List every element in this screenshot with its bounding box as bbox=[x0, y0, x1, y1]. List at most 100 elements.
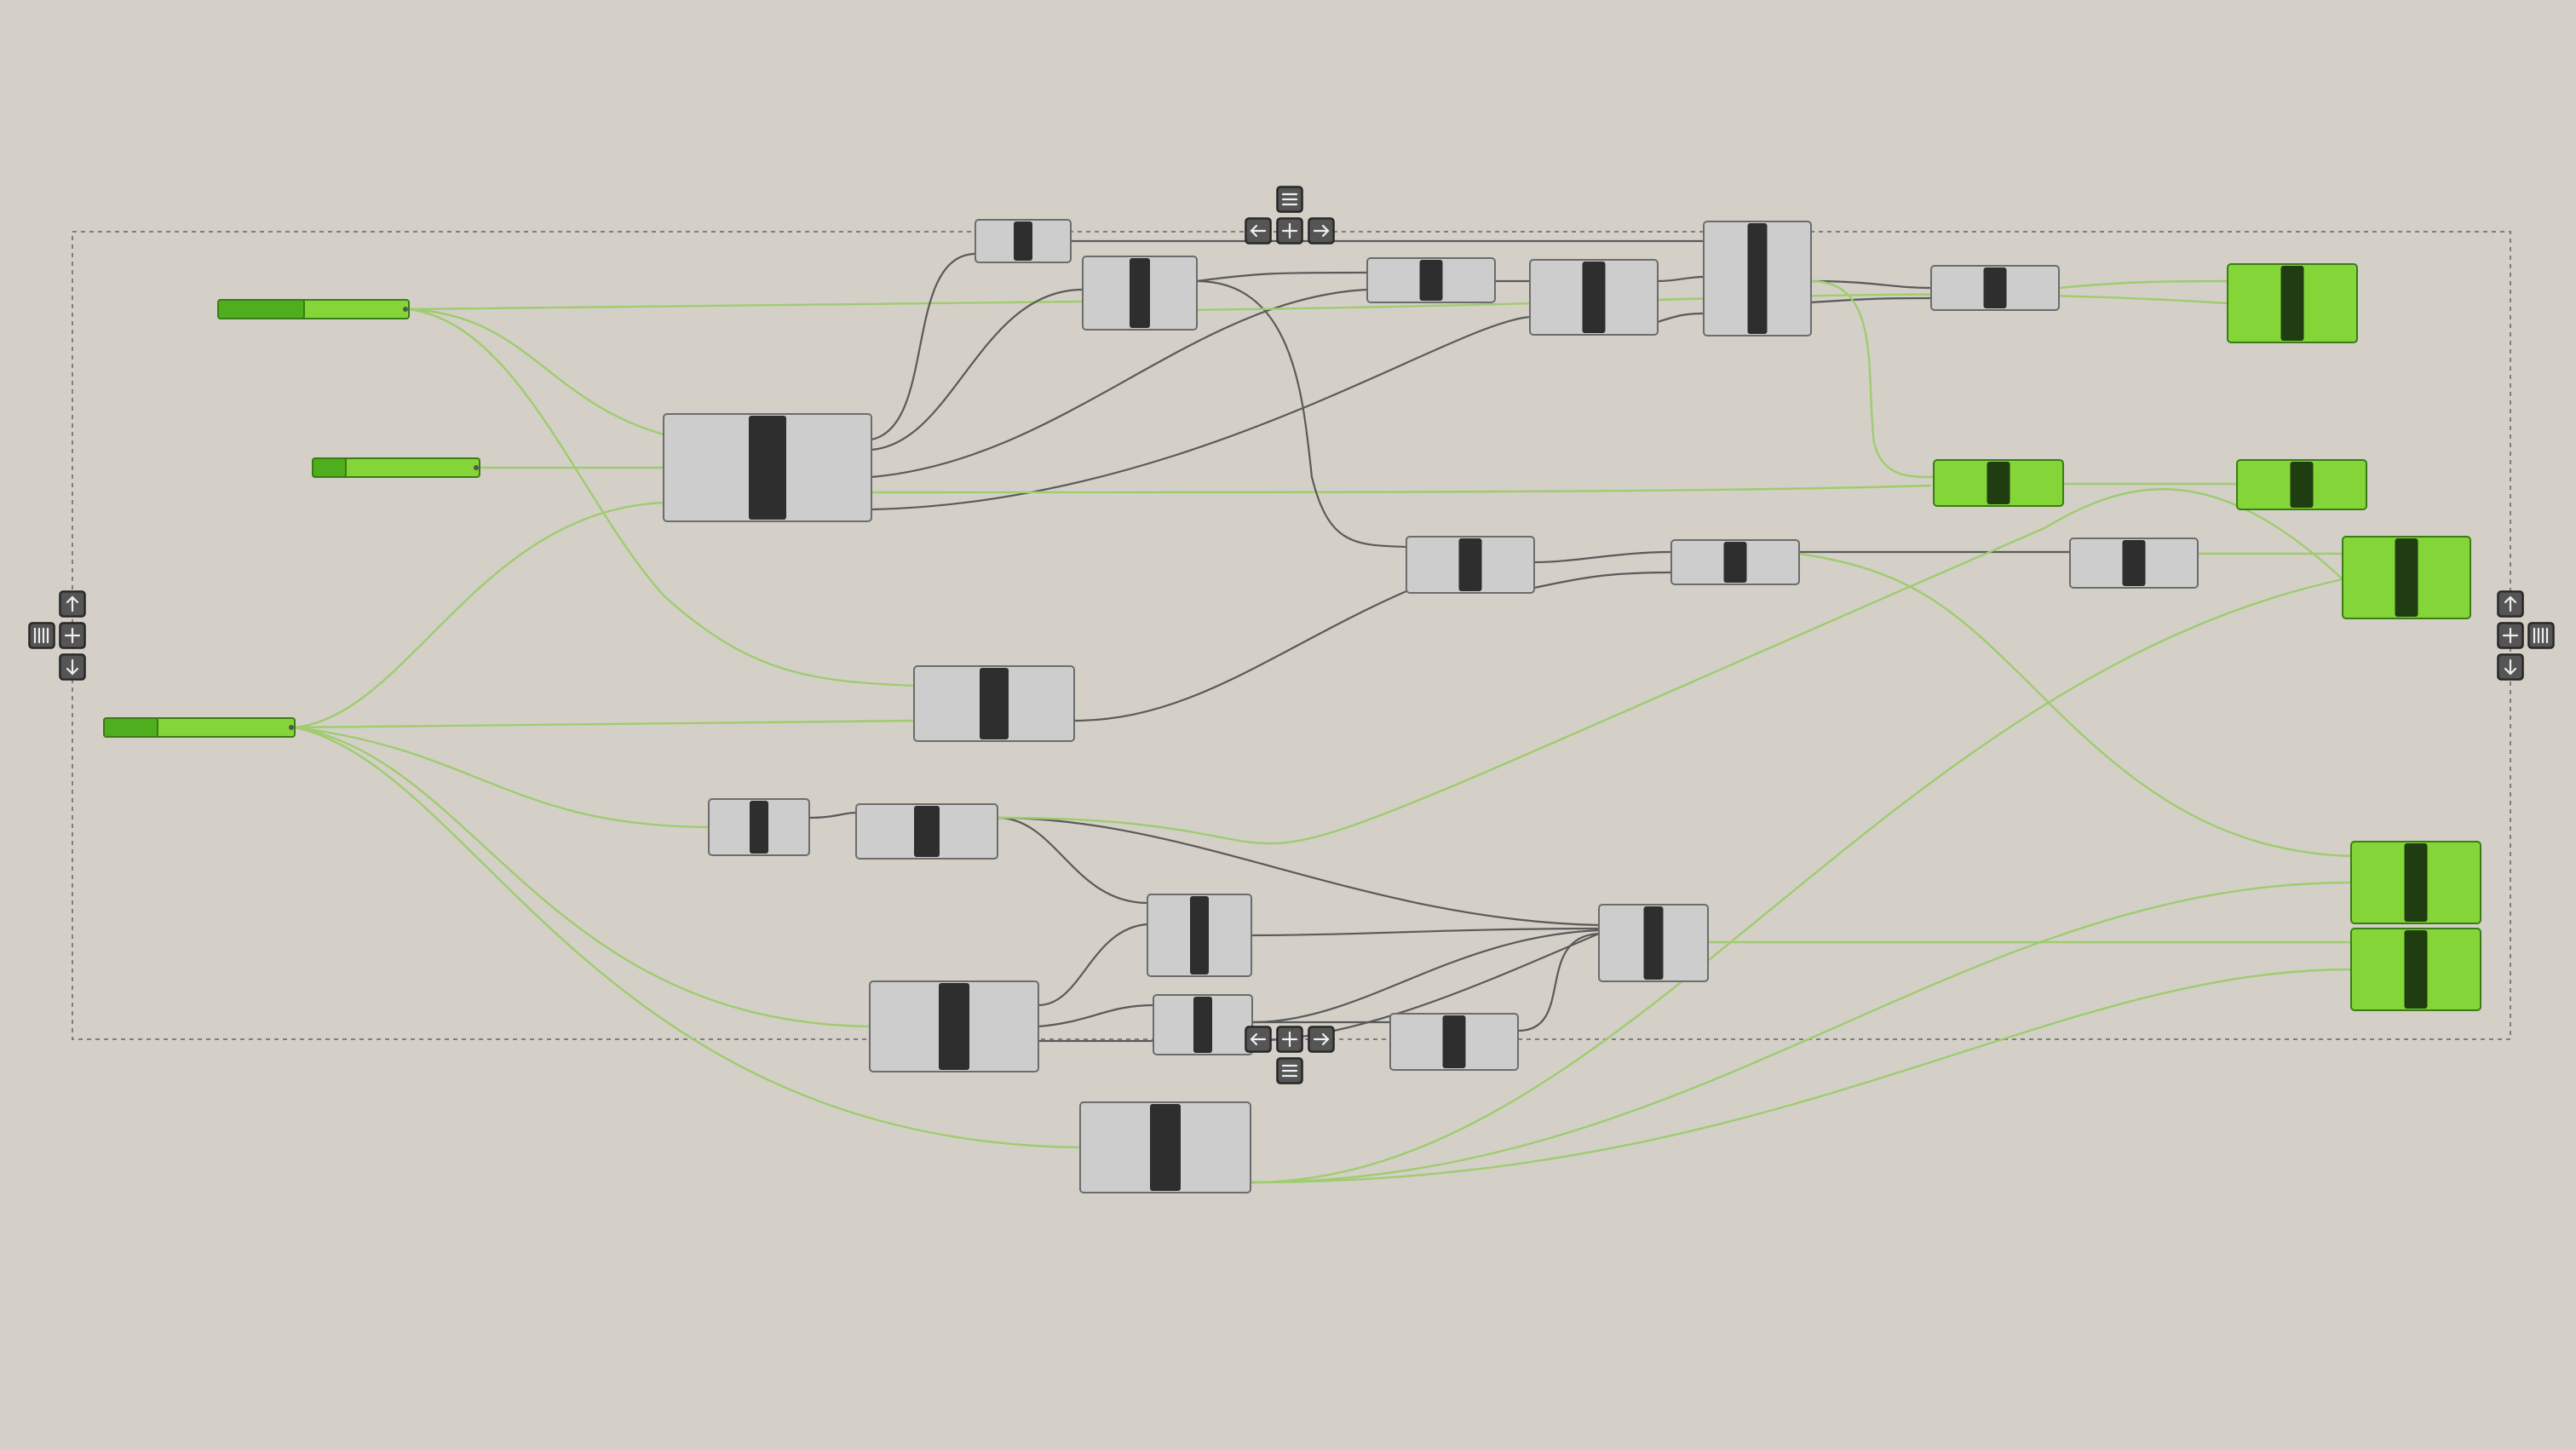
wire[interactable] bbox=[1657, 275, 1705, 283]
wire[interactable] bbox=[1251, 929, 1600, 1024]
component-grip[interactable] bbox=[2280, 266, 2304, 341]
wire[interactable] bbox=[294, 726, 871, 1028]
arrow-down-icon[interactable] bbox=[2497, 653, 2524, 681]
component-e[interactable] bbox=[1703, 221, 1812, 336]
wire[interactable] bbox=[808, 811, 857, 819]
component-b[interactable] bbox=[1082, 256, 1198, 331]
output-preview-3[interactable] bbox=[2342, 536, 2471, 619]
wire[interactable] bbox=[408, 308, 664, 436]
wire[interactable] bbox=[1250, 968, 2352, 1184]
arrow-right-icon[interactable] bbox=[1308, 1026, 1335, 1053]
arrow-down-icon[interactable] bbox=[59, 653, 86, 681]
output-preview-1[interactable] bbox=[2227, 263, 2358, 343]
component-grip[interactable] bbox=[939, 983, 969, 1070]
component-c[interactable] bbox=[1366, 257, 1496, 303]
component-grip[interactable] bbox=[1442, 1015, 1466, 1068]
wire[interactable] bbox=[1196, 279, 1407, 549]
wire[interactable] bbox=[871, 288, 1368, 479]
wire[interactable] bbox=[1810, 296, 1932, 304]
output-preview-7[interactable] bbox=[2236, 459, 2367, 510]
output-port[interactable] bbox=[403, 307, 408, 312]
component-grip[interactable] bbox=[750, 801, 768, 854]
wire[interactable] bbox=[294, 719, 915, 729]
wire[interactable] bbox=[294, 726, 710, 829]
wire[interactable] bbox=[1810, 279, 1935, 479]
component-grip[interactable] bbox=[914, 806, 940, 857]
wire[interactable] bbox=[1038, 923, 1148, 1007]
menu-icon[interactable] bbox=[1276, 1057, 1303, 1084]
output-preview-6[interactable] bbox=[1933, 459, 2064, 507]
arrow-left-icon[interactable] bbox=[1245, 217, 1272, 244]
arrow-up-icon[interactable] bbox=[59, 590, 86, 618]
component-grip[interactable] bbox=[1150, 1104, 1181, 1191]
component-f[interactable] bbox=[1930, 265, 2060, 311]
component-grip[interactable] bbox=[1723, 542, 1747, 583]
arrow-left-icon[interactable] bbox=[1245, 1026, 1272, 1053]
plus-icon[interactable] bbox=[1276, 1026, 1303, 1053]
component-k[interactable] bbox=[913, 665, 1075, 742]
component-grip[interactable] bbox=[1458, 538, 1482, 591]
component-grip[interactable] bbox=[1419, 260, 1443, 301]
output-preview-4[interactable] bbox=[2350, 841, 2481, 924]
wire[interactable] bbox=[997, 816, 1600, 927]
wire[interactable] bbox=[294, 726, 1081, 1149]
plus-icon[interactable] bbox=[59, 622, 86, 649]
wire[interactable] bbox=[871, 484, 1932, 494]
wire[interactable] bbox=[1196, 271, 1368, 283]
wire[interactable] bbox=[294, 501, 664, 729]
output-port[interactable] bbox=[474, 465, 479, 470]
plus-icon[interactable] bbox=[1276, 217, 1303, 244]
component-n[interactable] bbox=[1147, 894, 1252, 977]
component-p[interactable] bbox=[869, 980, 1039, 1072]
component-grip[interactable] bbox=[1987, 462, 2010, 504]
number-slider-2[interactable] bbox=[312, 457, 480, 478]
component-grip[interactable] bbox=[2404, 930, 2428, 1009]
number-slider-3[interactable] bbox=[103, 717, 296, 738]
component-grip[interactable] bbox=[1747, 223, 1768, 334]
component-grip[interactable] bbox=[2290, 462, 2314, 508]
menu-icon[interactable] bbox=[1276, 186, 1303, 213]
component-d[interactable] bbox=[1529, 259, 1659, 336]
wire[interactable] bbox=[1798, 552, 2352, 858]
wire[interactable] bbox=[1073, 589, 1407, 722]
component-grip[interactable] bbox=[1582, 262, 1606, 333]
number-slider-1[interactable] bbox=[217, 299, 410, 319]
wire[interactable] bbox=[1657, 312, 1705, 324]
component-r[interactable] bbox=[1389, 1013, 1519, 1071]
wire[interactable] bbox=[2058, 279, 2228, 290]
component-grip[interactable] bbox=[1014, 221, 1032, 261]
component-s[interactable] bbox=[1079, 1101, 1251, 1193]
component-grip[interactable] bbox=[1193, 997, 1212, 1053]
component-grip[interactable] bbox=[1130, 258, 1150, 328]
wire[interactable] bbox=[1250, 578, 2343, 1184]
component-i[interactable] bbox=[1670, 539, 1800, 585]
wire[interactable] bbox=[871, 288, 1084, 451]
wire[interactable] bbox=[1810, 279, 1932, 290]
wire[interactable] bbox=[1517, 932, 1600, 1032]
wire[interactable] bbox=[1533, 571, 1672, 589]
wire[interactable] bbox=[408, 308, 915, 687]
wire[interactable] bbox=[1038, 1003, 1154, 1028]
wire[interactable] bbox=[408, 300, 1084, 311]
arrow-right-bars-icon[interactable] bbox=[2527, 622, 2555, 649]
wire[interactable] bbox=[1533, 550, 1672, 564]
wire[interactable] bbox=[871, 315, 1531, 511]
component-q[interactable] bbox=[1153, 994, 1253, 1055]
component-h[interactable] bbox=[1406, 536, 1535, 594]
component-a[interactable] bbox=[975, 219, 1072, 263]
component-grip[interactable] bbox=[2122, 540, 2146, 586]
component-group-boundary[interactable] bbox=[72, 231, 2511, 1040]
component-grip[interactable] bbox=[2395, 538, 2418, 617]
component-grip[interactable] bbox=[1983, 267, 2007, 308]
wire[interactable] bbox=[997, 816, 1148, 905]
component-j[interactable] bbox=[2069, 538, 2199, 589]
component-l[interactable] bbox=[708, 798, 810, 856]
arrow-up-icon[interactable] bbox=[2497, 590, 2524, 618]
component-grip[interactable] bbox=[980, 668, 1009, 739]
wire[interactable] bbox=[1251, 927, 1600, 937]
output-port[interactable] bbox=[289, 725, 294, 730]
wire[interactable] bbox=[871, 252, 976, 441]
component-grip[interactable] bbox=[1190, 896, 1209, 975]
